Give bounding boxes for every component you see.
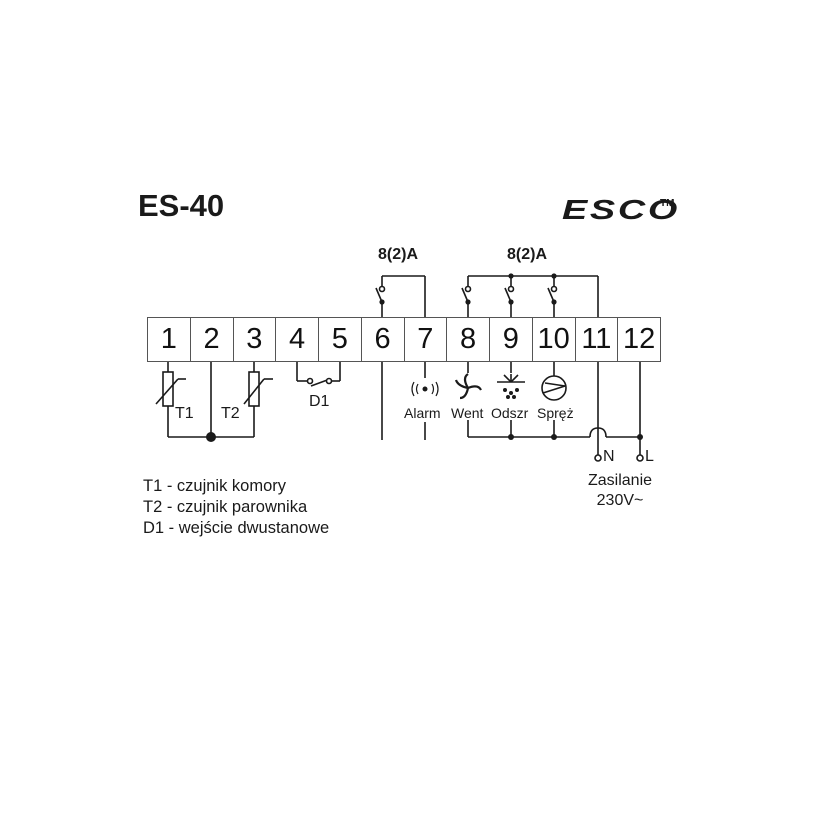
terminal-9: 9 [490, 318, 533, 361]
fan-icon [454, 373, 482, 400]
supply-info: Zasilanie 230V~ [575, 471, 665, 511]
terminal-4: 4 [276, 318, 319, 361]
terminal-8: 8 [447, 318, 490, 361]
t1-label: T1 [175, 405, 194, 422]
d1-label: D1 [309, 393, 330, 410]
brand-logo: ESCO [562, 194, 680, 225]
t1-thermistor [155, 362, 254, 438]
alarm-icon [411, 381, 439, 397]
neutral-label: N [603, 448, 615, 465]
output-relay-contacts [461, 275, 599, 317]
trademark-mark: TM [660, 198, 675, 209]
terminal-11: 11 [576, 318, 619, 361]
line-label: L [645, 448, 654, 465]
terminal-block: 1 2 3 4 5 6 7 8 9 10 11 12 [147, 317, 661, 362]
fan-label: Went [451, 405, 484, 421]
alarm-relay-rating: 8(2)A [378, 246, 419, 263]
legend-item-t2: T2 - czujnik parownika [143, 498, 308, 516]
defrost-icon [497, 374, 525, 383]
terminal-1: 1 [148, 318, 191, 361]
defrost-label: Odszr [491, 405, 529, 421]
supply-voltage: 230V~ [596, 492, 644, 509]
alarm-label: Alarm [404, 405, 441, 421]
legend: T1 - czujnik komory T2 - czujnik parowni… [143, 476, 329, 539]
t2-label: T2 [221, 405, 240, 422]
compressor-label: Spręż [537, 405, 574, 421]
legend-item-t1: T1 - czujnik komory [143, 477, 287, 495]
model-title: ES-40 [138, 188, 225, 223]
legend-item-d1: D1 - wejście dwustanowe [143, 519, 330, 537]
supply-label: Zasilanie [587, 472, 653, 489]
terminal-3: 3 [234, 318, 277, 361]
terminal-5: 5 [319, 318, 362, 361]
compressor-icon [541, 375, 567, 401]
terminal-6: 6 [362, 318, 405, 361]
terminal-2: 2 [191, 318, 234, 361]
terminal-12: 12 [622, 323, 656, 355]
t2-thermistor [243, 362, 273, 437]
terminal-10: 10 [533, 318, 576, 361]
output-relays-rating: 8(2)A [507, 246, 548, 263]
alarm-relay-contact [375, 275, 426, 317]
terminal-7: 7 [405, 318, 448, 361]
d1-switch [296, 362, 341, 387]
